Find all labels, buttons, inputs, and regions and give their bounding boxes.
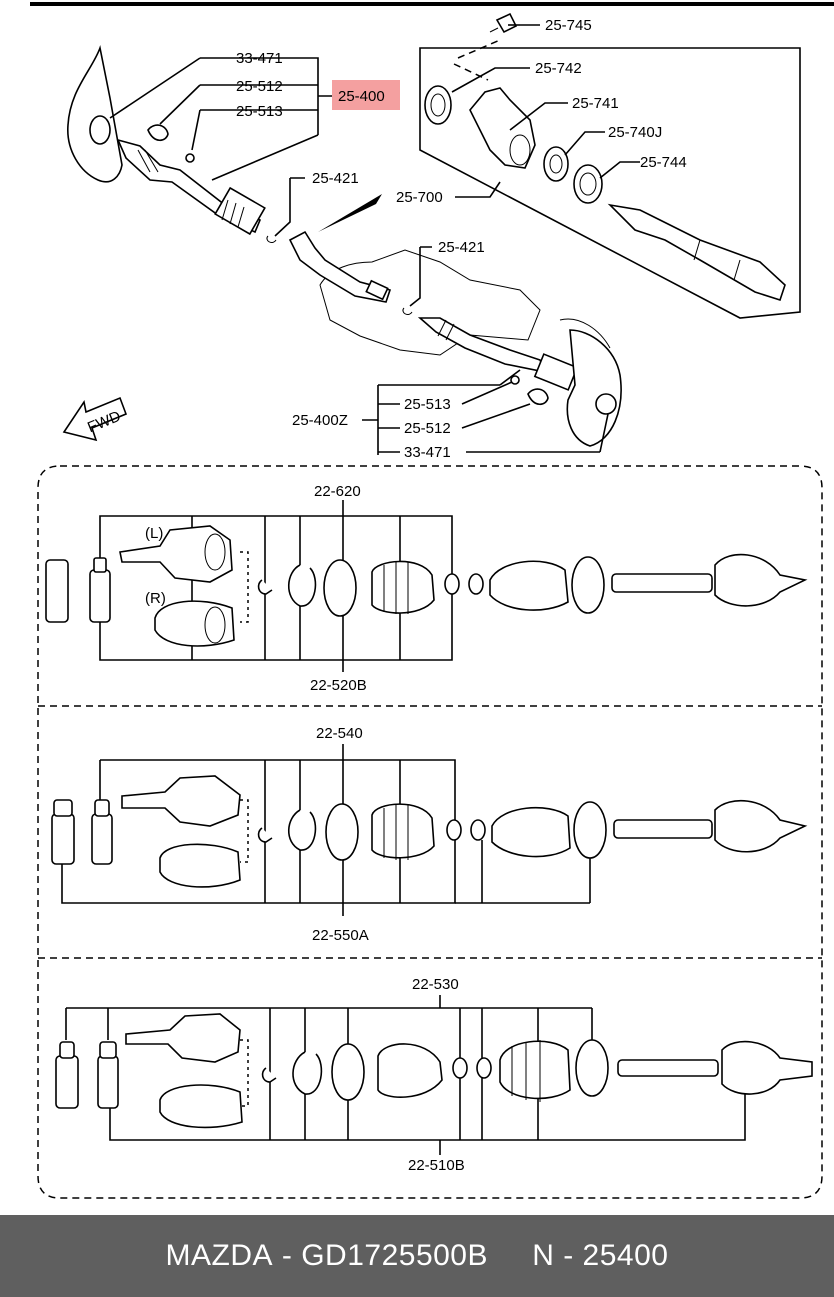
label-25-421-a: 25-421 <box>312 170 359 187</box>
band-3 <box>325 803 359 861</box>
clamp-25-512-b <box>527 388 549 406</box>
left-drive-shaft <box>116 138 266 236</box>
top-assembly: 33-471 25-512 25-513 25-400 25-421 25-42… <box>62 12 801 461</box>
panel3-label-bottom: 22-510B <box>408 1157 465 1174</box>
grease-tube-5 <box>55 1055 79 1109</box>
bearing-25-740j <box>543 146 569 182</box>
label-33-471-b: 33-471 <box>404 444 451 461</box>
fwd-arrow: FWD <box>62 396 128 442</box>
band-5 <box>331 1043 365 1101</box>
label-25-512-b: 25-512 <box>404 420 451 437</box>
boot-3 <box>371 803 435 859</box>
highlight-box <box>332 80 400 110</box>
joint-3a <box>125 1013 241 1063</box>
grease-tube-6 <box>97 1055 119 1109</box>
footer-ref: N - 25400 <box>532 1239 669 1272</box>
label-25-513-b: 25-513 <box>404 396 451 413</box>
panel1-label-top: 22-620 <box>314 483 361 500</box>
left-hub-seal <box>89 115 111 145</box>
right-drive-shaft <box>417 317 579 391</box>
tag-right: (R) <box>145 590 166 607</box>
boot-4 <box>491 806 571 858</box>
joint-3b <box>159 1084 243 1129</box>
panel-1: (L) (R) 22-620 22-520B <box>45 483 808 694</box>
inset-shaft <box>607 203 786 302</box>
label-25-745: 25-745 <box>545 17 592 34</box>
clip-25-421-b <box>402 307 413 315</box>
snap-ring-2 <box>257 827 273 843</box>
shaft-2 <box>613 819 713 839</box>
label-25-400z: 25-400Z <box>292 412 348 429</box>
tag-left: (L) <box>145 525 163 542</box>
panel3-label-top: 22-530 <box>412 976 459 993</box>
band-2 <box>571 556 605 614</box>
label-25-742: 25-742 <box>535 60 582 77</box>
panel-3: 22-530 22-510B <box>55 976 813 1174</box>
band-6 <box>575 1039 609 1097</box>
label-25-741: 25-741 <box>572 95 619 112</box>
ring-2 <box>287 809 317 851</box>
boot-6 <box>499 1040 571 1100</box>
nut-25-513-b <box>510 375 520 385</box>
panel-2: 22-540 22-550A <box>51 725 808 944</box>
boot-1 <box>371 560 435 614</box>
shaft-1 <box>611 573 713 593</box>
panel1-label-bottom: 22-520B <box>310 677 367 694</box>
direction-arrow <box>318 194 382 232</box>
label-25-740j: 25-740J <box>608 124 662 141</box>
bearing-inset <box>419 12 801 319</box>
label-25-513: 25-513 <box>236 103 283 120</box>
ring-1 <box>287 564 317 607</box>
label-25-421-b: 25-421 <box>438 239 485 256</box>
transmission-outline <box>319 249 541 356</box>
right-knuckle <box>566 329 622 447</box>
grease-tube-4 <box>91 813 113 865</box>
bracket-25-741 <box>469 87 536 169</box>
left-knuckle <box>67 45 123 183</box>
band-4 <box>573 801 607 859</box>
boot-2 <box>489 560 569 611</box>
footer-gap <box>488 1239 532 1273</box>
band-1 <box>323 559 357 617</box>
joint-2b <box>159 843 241 888</box>
joint-right <box>154 600 235 647</box>
center-joint <box>288 230 392 303</box>
transmission-edge <box>559 318 611 349</box>
outer-joint-2 <box>714 799 808 853</box>
ring-25-744 <box>573 164 603 204</box>
joint-left <box>119 525 233 583</box>
joint-2a <box>121 775 241 827</box>
clip-25-421-a <box>266 235 277 243</box>
bolt-25-745 <box>495 12 518 34</box>
grease-tube-3 <box>51 813 75 865</box>
footer-part-number: GD1725500B <box>301 1239 489 1272</box>
label-25-744: 25-744 <box>640 154 687 171</box>
snap-ring-1 <box>257 579 273 595</box>
footer-bar: MAZDA - GD1725500B N - 25400 <box>0 1215 834 1297</box>
nut-25-513 <box>185 153 195 163</box>
outer-joint-3 <box>721 1040 813 1095</box>
grease-tube-1 <box>45 559 69 623</box>
footer-brand: MAZDA <box>165 1239 274 1272</box>
label-25-400: 25-400 <box>338 88 385 105</box>
parts-diagram: 33-471 25-512 25-513 25-400 25-421 25-42… <box>30 2 834 1199</box>
label-25-700: 25-700 <box>396 189 443 206</box>
footer-sep: - <box>273 1239 302 1272</box>
label-33-471: 33-471 <box>236 50 283 67</box>
ring-3 <box>292 1051 323 1095</box>
clamp-25-512 <box>147 124 169 142</box>
panel2-label-bottom: 22-550A <box>312 927 369 944</box>
seal-25-742 <box>424 85 452 125</box>
shaft-3 <box>617 1059 719 1077</box>
snap-ring-3 <box>261 1067 277 1083</box>
right-hub <box>595 393 617 415</box>
panel2-label-top: 22-540 <box>316 725 363 742</box>
label-25-512: 25-512 <box>236 78 283 95</box>
outer-joint-1 <box>714 553 808 607</box>
grease-tube-2 <box>89 569 111 623</box>
kit-frame <box>37 465 823 1199</box>
boot-5 <box>377 1043 443 1098</box>
